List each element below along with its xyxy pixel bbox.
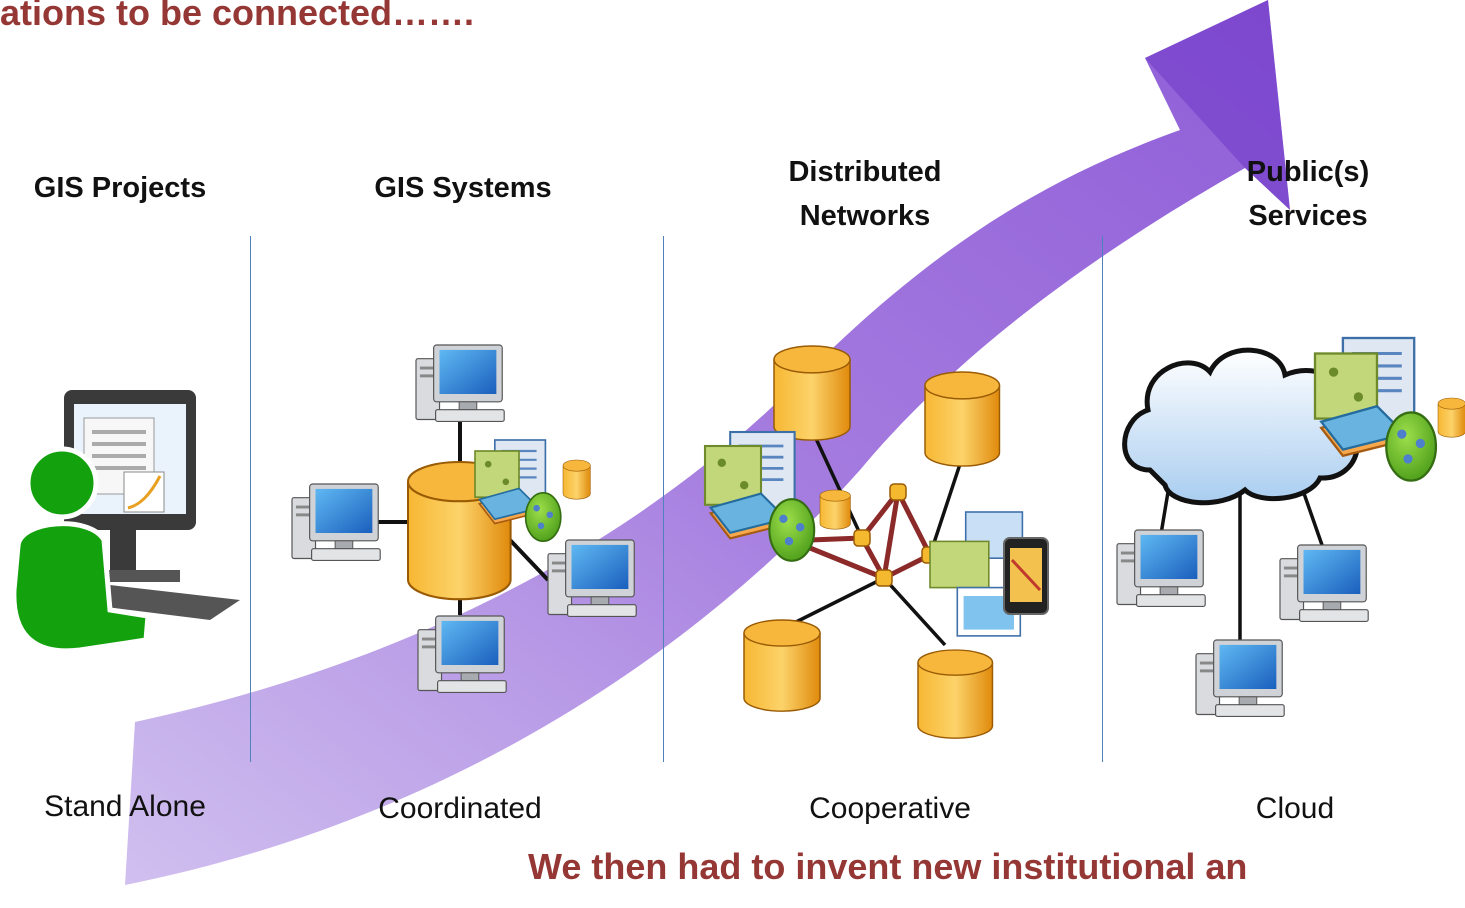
heading-line-1: Distributed <box>788 156 942 188</box>
distributed-network-cluster <box>703 345 1049 739</box>
smartphone-icon <box>1003 537 1049 615</box>
caption-coordinated: Coordinated <box>378 792 542 825</box>
database-icon <box>743 619 821 712</box>
heading-line-2: Services <box>1248 200 1368 232</box>
bottom-title: We then had to invent new institutional … <box>528 846 1248 887</box>
heading-gis-projects: GIS Projects <box>33 172 207 204</box>
database-icon <box>924 371 1001 467</box>
database-icon <box>562 459 591 500</box>
column-divider <box>663 236 664 762</box>
database-icon <box>917 649 994 739</box>
top-title: ations to be connected……. <box>0 0 475 33</box>
database-icon <box>819 489 851 530</box>
heading-public-services: Public(s) Services <box>1198 150 1418 238</box>
database-icon <box>773 345 851 441</box>
column-divider <box>250 236 251 762</box>
database-icon <box>1437 397 1465 438</box>
computer-icon <box>1195 639 1285 718</box>
person-at-computer-icon <box>11 390 240 654</box>
heading-distributed-networks: Distributed Networks <box>745 150 985 238</box>
caption-cooperative: Cooperative <box>809 792 971 825</box>
caption-cloud: Cloud <box>1255 792 1335 825</box>
computer-icon <box>547 539 637 618</box>
heading-line-2: Networks <box>799 200 931 232</box>
computer-icon <box>1279 544 1369 623</box>
heading-line-1: Public(s) <box>1246 156 1370 188</box>
gis-systems-cluster <box>291 344 637 694</box>
computer-icon <box>417 615 507 694</box>
caption-stand-alone: Stand Alone <box>44 790 206 823</box>
cloud-services-cluster <box>1116 336 1465 718</box>
column-divider <box>1102 236 1103 762</box>
evolution-arrow <box>125 0 1290 885</box>
computer-icon <box>1116 529 1206 608</box>
computer-icon <box>291 483 381 562</box>
heading-gis-systems: GIS Systems <box>374 172 552 204</box>
computer-icon <box>415 344 505 423</box>
